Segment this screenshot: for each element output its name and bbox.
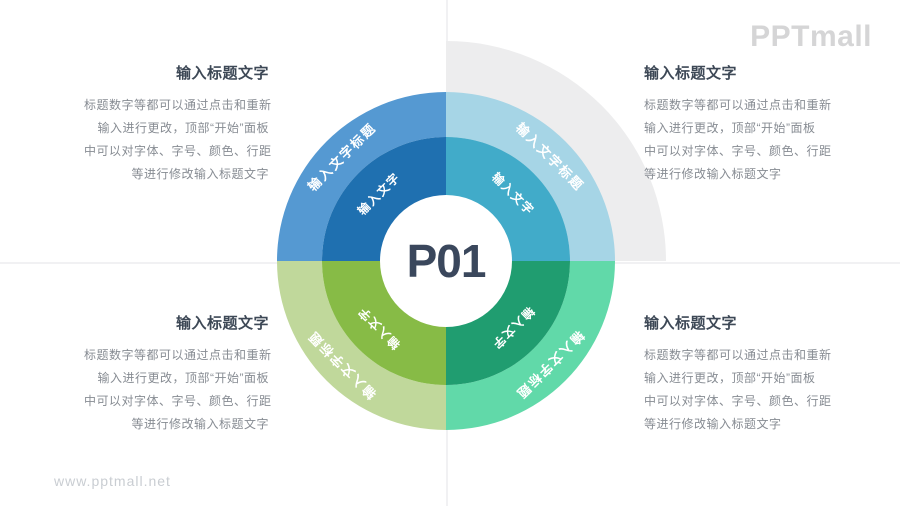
- watermark-url: www.pptmall.net: [54, 473, 171, 489]
- quadrant-bottom-right-outer[interactable]: [446, 261, 615, 430]
- section-title[interactable]: 输入标题文字: [175, 315, 269, 332]
- quadrant-bottom-left-outer[interactable]: [277, 261, 446, 430]
- section-body-line: 标题数字等都可以通过点击和重新: [644, 348, 832, 362]
- section-body-line: 等进行修改输入标题文字: [131, 167, 269, 181]
- quadrant-top-right-outer[interactable]: [446, 92, 615, 261]
- pptmall-logo: PPTmall: [750, 20, 872, 53]
- donut-diagram: P01 输入文字标题 输入文字 输入文字标题 输入文字 输入文字标题 输入文字 …: [277, 41, 666, 430]
- section-body-line: 输入进行更改，顶部“开始”面板: [97, 371, 269, 385]
- section-body-line: 输入进行更改，顶部“开始”面板: [97, 121, 269, 135]
- section-title[interactable]: 输入标题文字: [644, 65, 738, 82]
- section-body-line: 中可以对字体、字号、颜色、行距: [84, 144, 272, 158]
- center-hub: [380, 195, 512, 327]
- section-title[interactable]: 输入标题文字: [644, 315, 738, 332]
- quadrant-top-left-outer[interactable]: [277, 92, 446, 261]
- section-body-line: 中可以对字体、字号、颜色、行距: [644, 144, 832, 158]
- section-body-line: 标题数字等都可以通过点击和重新: [644, 98, 832, 112]
- section-bottom-left[interactable]: 输入标题文字 标题数字等都可以通过点击和重新 输入进行更改，顶部“开始”面板 中…: [84, 312, 272, 436]
- section-body-line: 输入进行更改，顶部“开始”面板: [644, 121, 816, 135]
- center-label[interactable]: P01: [407, 235, 487, 287]
- section-top-right[interactable]: 输入标题文字 标题数字等都可以通过点击和重新 输入进行更改，顶部“开始”面板 中…: [644, 62, 832, 186]
- section-body-line: 等进行修改输入标题文字: [131, 417, 269, 431]
- section-body-line: 标题数字等都可以通过点击和重新: [84, 98, 272, 112]
- section-body-line: 等进行修改输入标题文字: [644, 417, 782, 431]
- section-body-line: 标题数字等都可以通过点击和重新: [84, 348, 272, 362]
- section-body-line: 中可以对字体、字号、颜色、行距: [644, 394, 832, 408]
- section-body-line: 中可以对字体、字号、颜色、行距: [84, 394, 272, 408]
- section-bottom-right[interactable]: 输入标题文字 标题数字等都可以通过点击和重新 输入进行更改，顶部“开始”面板 中…: [644, 312, 832, 436]
- section-top-left[interactable]: 输入标题文字 标题数字等都可以通过点击和重新 输入进行更改，顶部“开始”面板 中…: [84, 62, 272, 186]
- section-title[interactable]: 输入标题文字: [175, 65, 269, 82]
- section-body-line: 输入进行更改，顶部“开始”面板: [644, 371, 816, 385]
- section-body-line: 等进行修改输入标题文字: [644, 167, 782, 181]
